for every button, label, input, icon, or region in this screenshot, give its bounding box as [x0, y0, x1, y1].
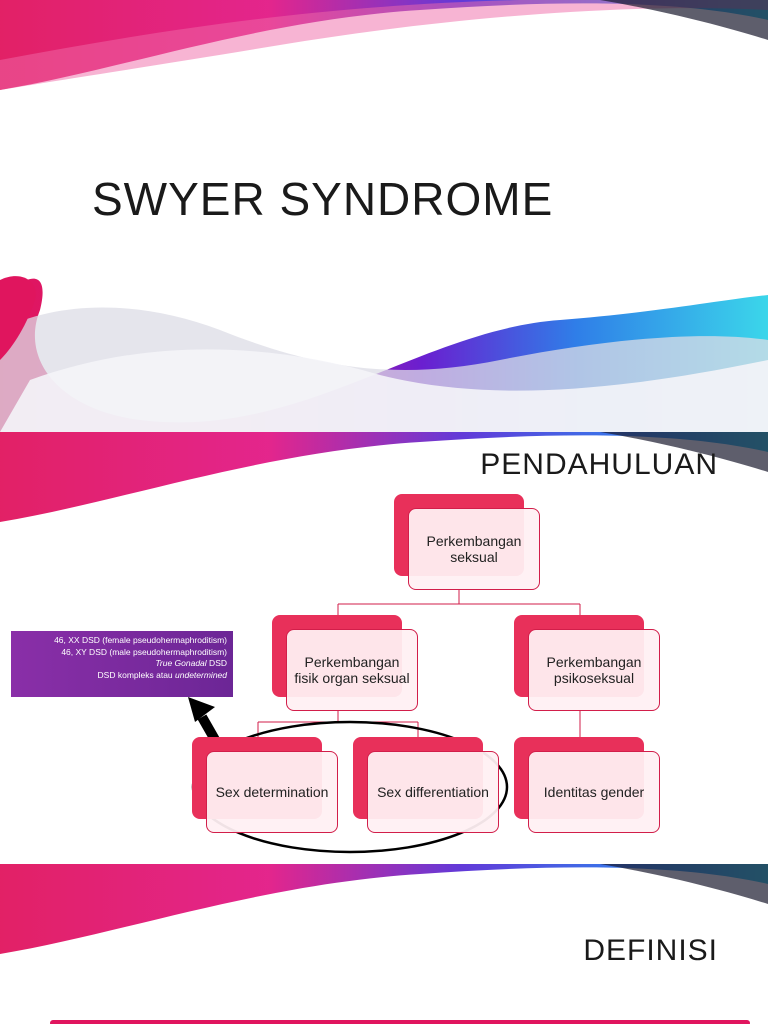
- info-line-3-italic: True Gonadal: [155, 658, 207, 668]
- node-sex-determination: Sex determination: [192, 737, 338, 833]
- info-line-4-italic: undetermined: [175, 669, 227, 680]
- info-line-3: True Gonadal DSD: [15, 658, 227, 670]
- node-label: Perkembangan psikoseksual: [528, 629, 660, 711]
- node-label: Sex differentiation: [367, 751, 499, 833]
- info-line-2: 46, XY DSD (male pseudohermaphroditism): [61, 646, 227, 657]
- slide-title-text: PENDAHULUAN: [480, 448, 718, 481]
- slide-title: SWYER SYNDROME: [0, 0, 768, 432]
- node-root: Perkembangan seksual: [394, 494, 540, 590]
- slide-pendahuluan: PENDAHULUAN Perkembangan seksual Perkemb…: [0, 432, 768, 864]
- info-line-4-start: DSD kompleks atau: [97, 669, 176, 680]
- info-line-4: DSD kompleks atau undetermined: [15, 670, 227, 682]
- info-line-1: 46, XX DSD (female pseudohermaphroditism…: [54, 635, 227, 645]
- node-label: Perkembangan fisik organ seksual: [286, 629, 418, 711]
- info-line-3-rest: DSD: [206, 658, 227, 668]
- slide-definisi: DEFINISI: [0, 864, 768, 1024]
- ribbon-decoration-bottom: [0, 276, 768, 432]
- ribbon-decoration-top: [0, 432, 768, 522]
- slide-title-text: DEFINISI: [583, 934, 718, 967]
- slide-title-text: SWYER SYNDROME: [92, 173, 554, 225]
- node-gender-identity: Identitas gender: [514, 737, 660, 833]
- node-label: Sex determination: [206, 751, 338, 833]
- node-sex-differentiation: Sex differentiation: [353, 737, 499, 833]
- org-chart-connectors: [188, 589, 581, 854]
- ribbon-decoration-top: [0, 864, 768, 1024]
- node-label: Identitas gender: [528, 751, 660, 833]
- ribbon-decoration-top: [0, 0, 768, 90]
- node-physical: Perkembangan fisik organ seksual: [272, 615, 418, 711]
- dsd-classification-box: 46, XX DSD (female pseudohermaphroditism…: [11, 631, 233, 697]
- node-psychosexual: Perkembangan psikoseksual: [514, 615, 660, 711]
- node-label: Perkembangan seksual: [408, 508, 540, 590]
